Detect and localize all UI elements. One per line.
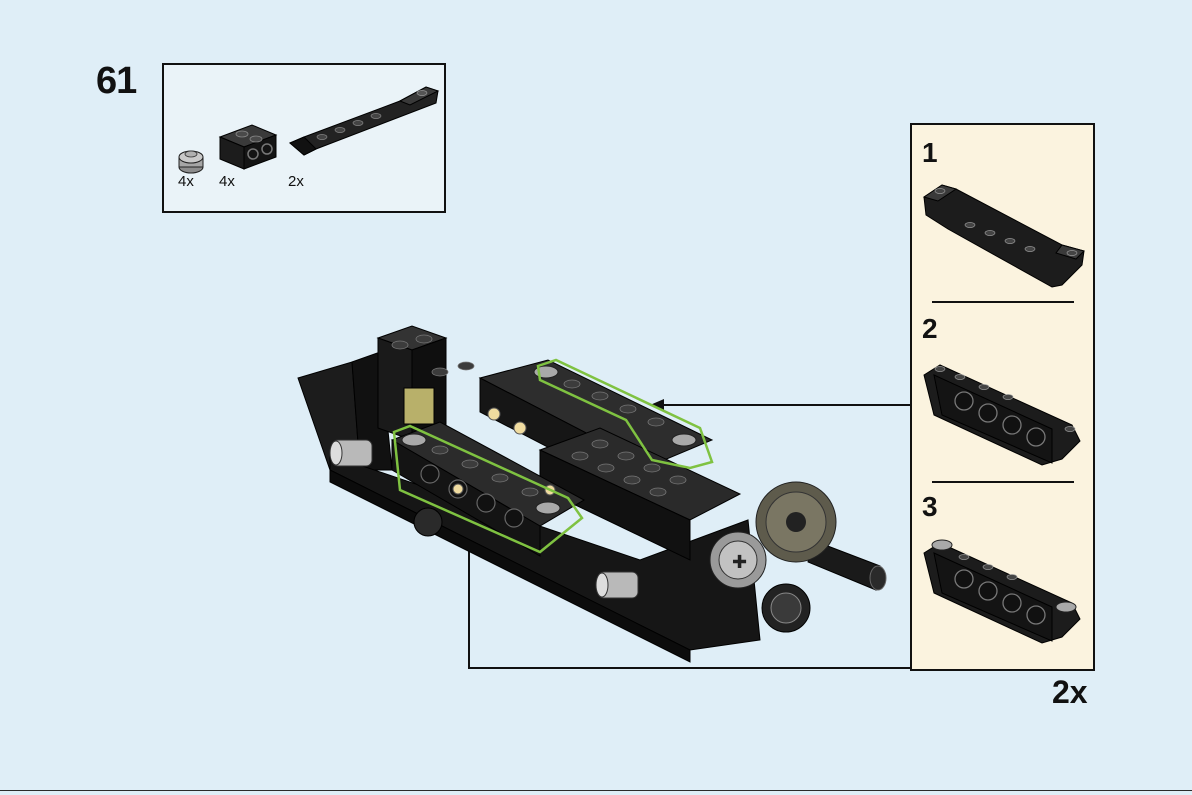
technic-brick-row-with-plates-icon bbox=[924, 540, 1080, 643]
small-gear-black bbox=[762, 584, 810, 632]
technic-brick-row-icon bbox=[924, 365, 1080, 465]
small-gear-grey: ✚ bbox=[710, 532, 766, 588]
small-gear-bottom-left bbox=[414, 508, 442, 536]
page-bottom-divider bbox=[0, 790, 1192, 791]
submodel-drawings bbox=[912, 125, 1093, 669]
svg-text:✚: ✚ bbox=[732, 552, 747, 573]
large-gear-dark-tan bbox=[756, 482, 836, 562]
inverted-slope-plate-black-icon bbox=[924, 185, 1084, 287]
submodel-panel: 1 2 3 bbox=[910, 123, 1095, 671]
submodel-multiplier: 2x bbox=[1052, 674, 1088, 711]
